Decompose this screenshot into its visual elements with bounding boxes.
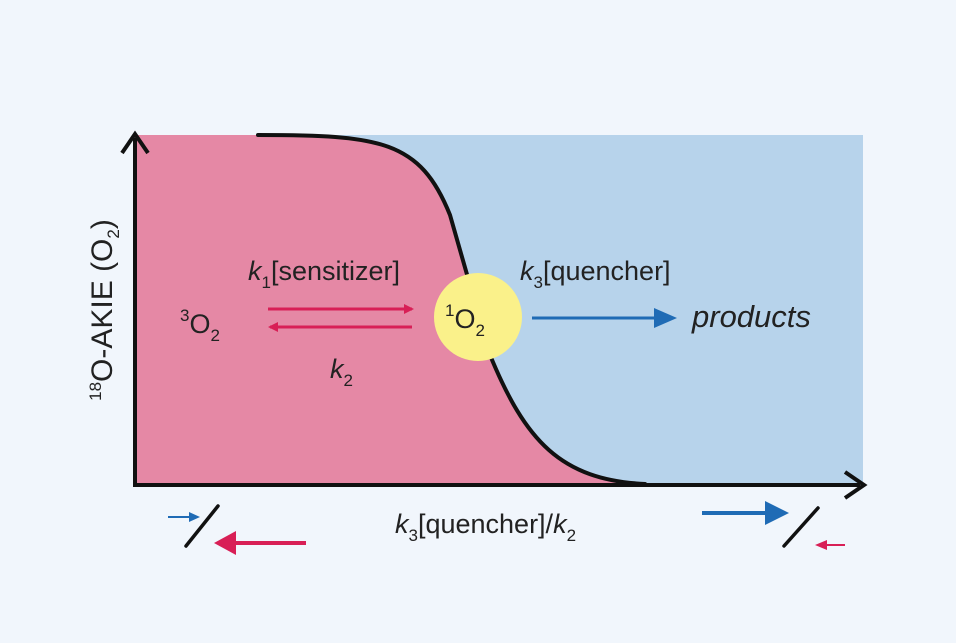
products-label: products bbox=[691, 299, 811, 334]
y-axis-arrowhead bbox=[120, 130, 150, 155]
triplet-main: O bbox=[189, 309, 210, 339]
forward-rate-label: k1[sensitizer] bbox=[248, 256, 400, 292]
reverse-rate-label: k2 bbox=[330, 354, 353, 390]
y-label-main: O-AKIE (O bbox=[86, 239, 119, 382]
x-label-mid: [quencher]/ bbox=[418, 509, 554, 539]
legend-left-red-arrowhead bbox=[214, 531, 236, 555]
products-arrowhead bbox=[654, 308, 677, 328]
singlet-oxygen-label: 1O2 bbox=[445, 301, 485, 340]
legend-right-red-arrowhead bbox=[815, 540, 827, 550]
legend-right-slash bbox=[782, 506, 820, 548]
triplet-sup: 3 bbox=[180, 306, 189, 325]
x-label-k2: k bbox=[553, 509, 568, 539]
forward-k: k bbox=[248, 256, 263, 286]
legend-right-blue-arrowhead bbox=[765, 501, 789, 525]
quench-k: k bbox=[520, 256, 535, 286]
legend-left-slash bbox=[184, 504, 220, 548]
x-axis-label: k3[quencher]/k2 bbox=[395, 509, 576, 545]
x-label-k2-sub: 2 bbox=[567, 526, 576, 545]
singlet-sup: 1 bbox=[445, 301, 454, 320]
quench-k-sub: 3 bbox=[534, 273, 543, 292]
triplet-sub: 2 bbox=[210, 326, 219, 345]
y-label-close: ) bbox=[86, 219, 119, 229]
x-axis-arrowhead bbox=[843, 470, 868, 500]
forward-rest: [sensitizer] bbox=[271, 256, 400, 286]
singlet-main: O bbox=[454, 304, 475, 334]
reverse-k-sub: 2 bbox=[344, 371, 353, 390]
triplet-oxygen-label: 3O2 bbox=[180, 306, 220, 345]
quench-rate-label: k3[quencher] bbox=[520, 256, 671, 292]
singlet-oxygen-circle bbox=[434, 273, 522, 361]
y-label-sup: 18 bbox=[86, 382, 105, 401]
quench-rest: [quencher] bbox=[543, 256, 671, 286]
y-label-sub: 2 bbox=[104, 229, 123, 238]
legend-left-blue-arrowhead bbox=[189, 512, 200, 522]
y-axis-label: 18O-AKIE (O2) bbox=[86, 219, 123, 401]
singlet-sub: 2 bbox=[475, 321, 484, 340]
reverse-k: k bbox=[330, 354, 345, 384]
x-label-k-sub: 3 bbox=[409, 526, 418, 545]
forward-k-sub: 1 bbox=[262, 273, 271, 292]
x-label-k: k bbox=[395, 509, 410, 539]
